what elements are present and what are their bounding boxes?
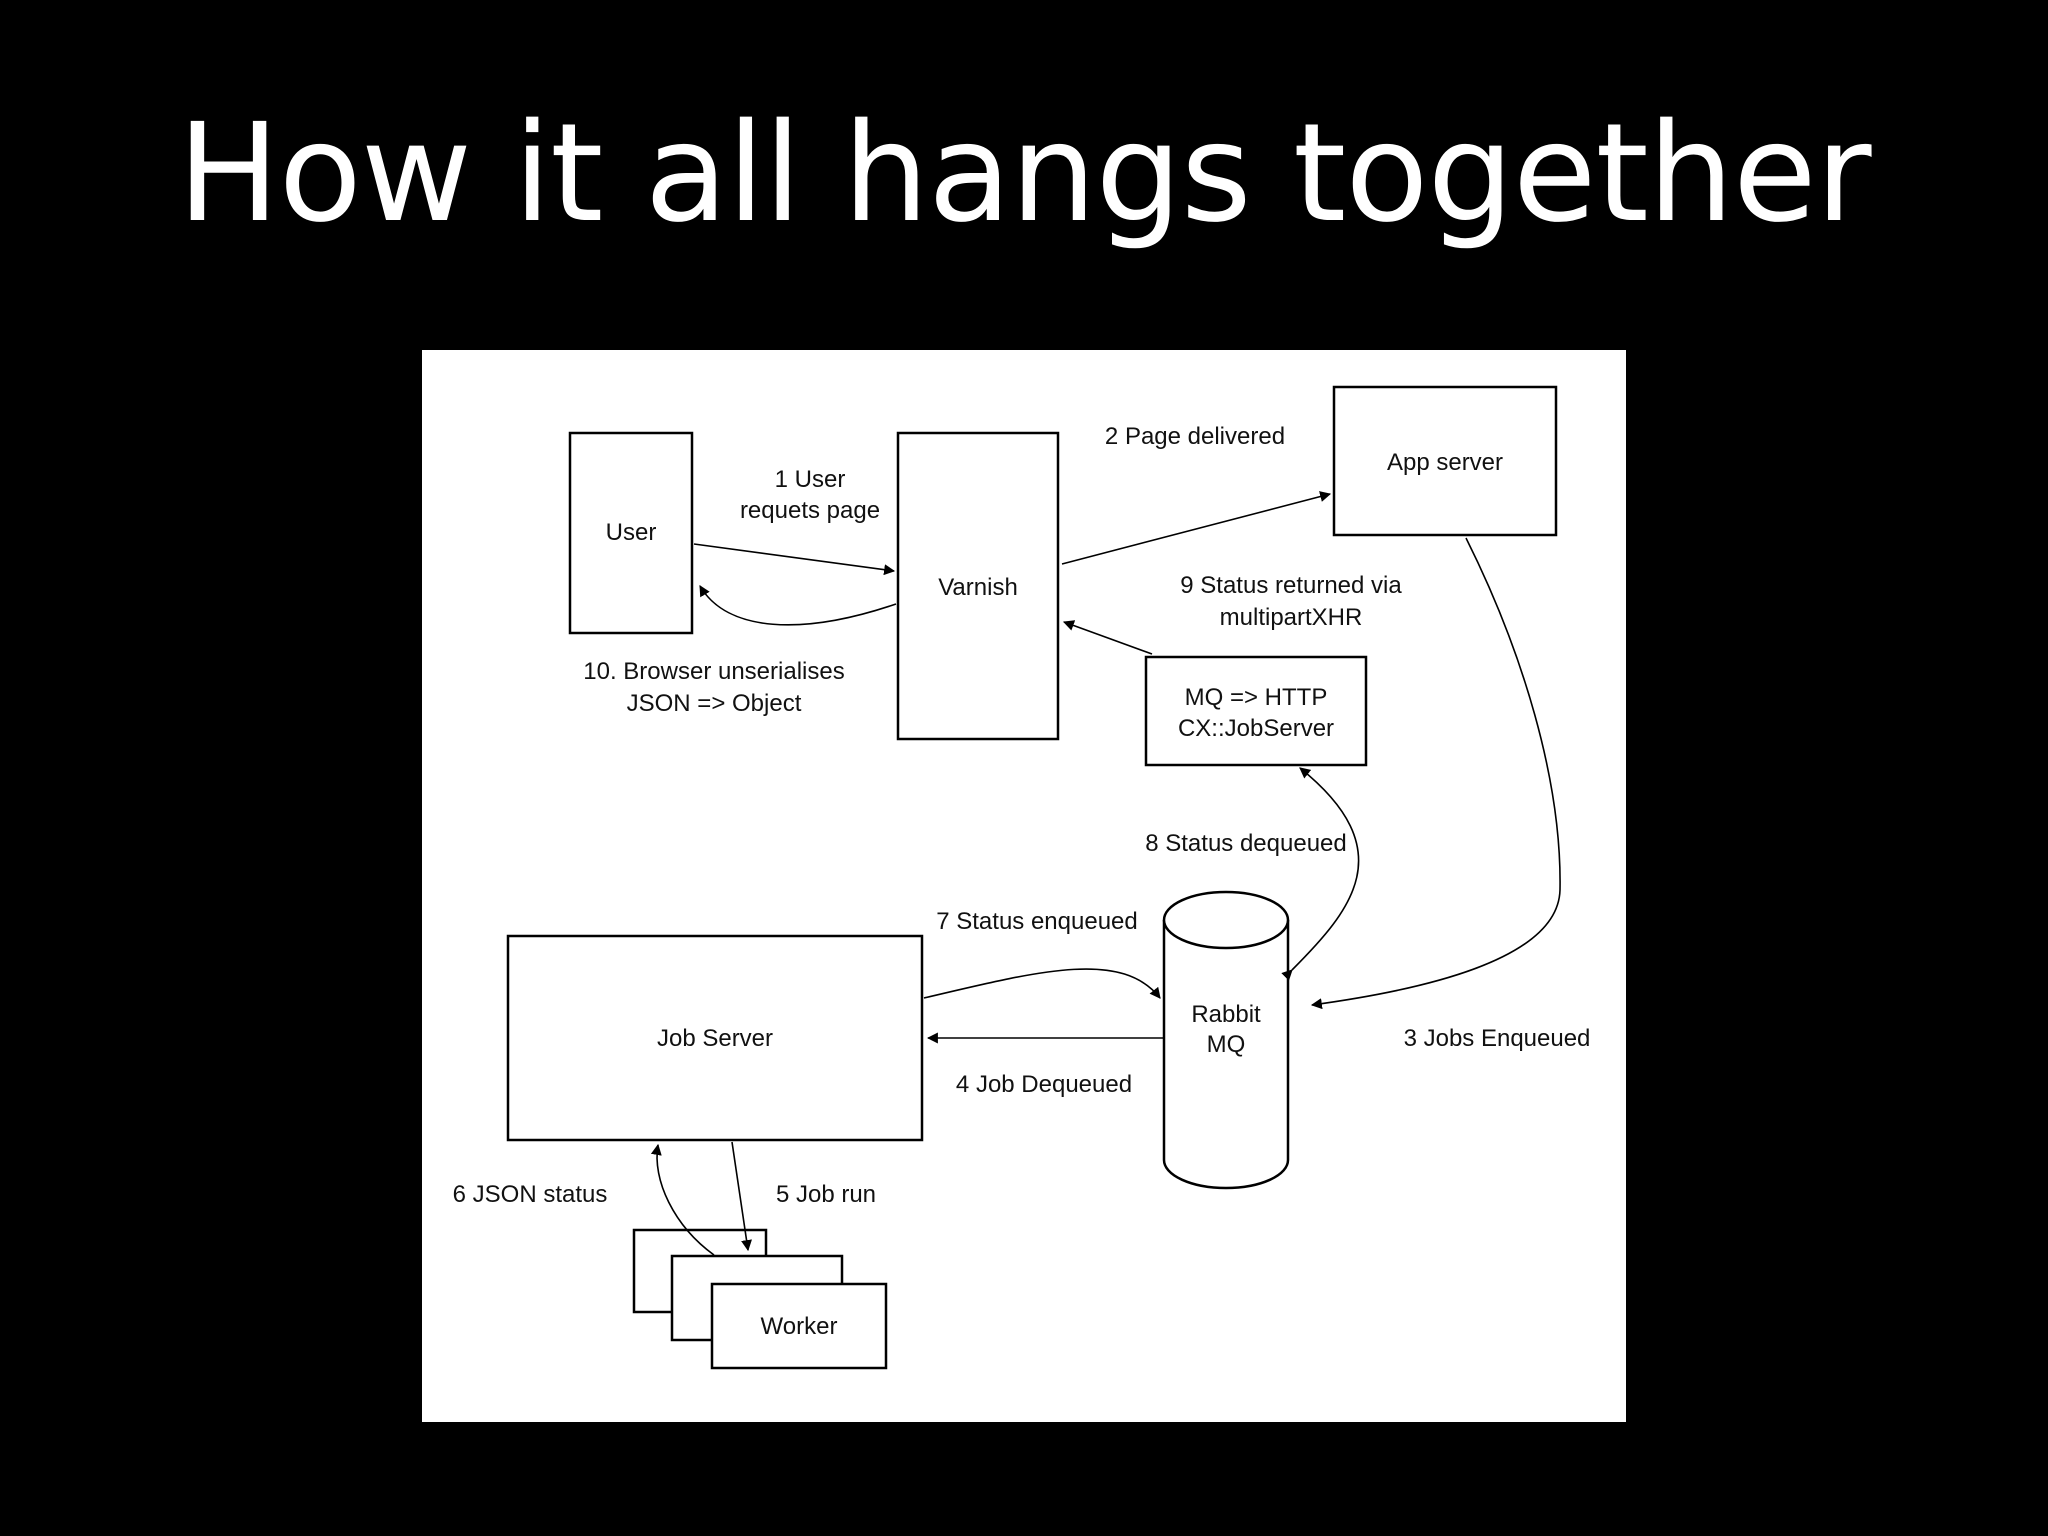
edge-status-dequeued [1281, 767, 1360, 981]
label-step1-line1: 1 User [775, 466, 846, 493]
label-step1-line2: requets page [740, 497, 880, 524]
rabbitmq-label-line1: Rabbit [1191, 1001, 1261, 1028]
label-step9-line2: multipartXHR [1220, 604, 1363, 631]
app-server-node-label: App server [1387, 449, 1503, 476]
rabbitmq-label-line2: MQ [1207, 1031, 1246, 1058]
edge-status-enqueued [923, 968, 1161, 999]
label-step5: 5 Job run [776, 1181, 876, 1208]
app-server-node: App server [1332, 385, 1558, 537]
label-step6: 6 JSON status [453, 1181, 608, 1208]
edge-job-run [731, 1141, 752, 1252]
label-step10-line2: JSON => Object [627, 690, 802, 717]
rabbitmq-node: Rabbit MQ [1162, 890, 1290, 1190]
worker-stack: Worker [632, 1228, 888, 1370]
label-step2: 2 Page delivered [1105, 423, 1285, 450]
label-step7: 7 Status enqueued [936, 908, 1138, 935]
mq-http-gateway-label-line1: MQ => HTTP [1185, 684, 1328, 711]
varnish-node-label: Varnish [938, 574, 1018, 601]
mq-http-gateway-label-line2: CX::JobServer [1178, 715, 1334, 742]
worker-card-front [710, 1282, 888, 1370]
varnish-node: Varnish [896, 431, 1060, 741]
job-server-node: Job Server [506, 934, 924, 1142]
slide-title: How it all hangs together [177, 95, 1871, 253]
label-step4: 4 Job Dequeued [956, 1071, 1132, 1098]
user-node: User [568, 431, 694, 635]
mq-http-gateway-node: MQ => HTTP CX::JobServer [1144, 655, 1368, 767]
label-step9-line1: 9 Status returned via [1180, 572, 1402, 599]
architecture-diagram: User Varnish App server MQ => HTTP CX::J… [422, 350, 1626, 1422]
edge-user-requests-page [693, 543, 896, 576]
edge-json-status [650, 1143, 715, 1256]
edge-status-returned [1062, 620, 1153, 655]
edge-browser-unserialises [699, 585, 897, 626]
job-server-node-label: Job Server [657, 1025, 773, 1052]
label-step3: 3 Jobs Enqueued [1404, 1025, 1591, 1052]
edge-page-delivered [1061, 491, 1332, 565]
user-node-label: User [606, 519, 657, 546]
worker-node-label: Worker [761, 1313, 838, 1340]
label-step8: 8 Status dequeued [1145, 830, 1347, 857]
edge-jobs-enqueued [1310, 537, 1561, 1010]
label-step10-line1: 10. Browser unserialises [583, 658, 844, 685]
